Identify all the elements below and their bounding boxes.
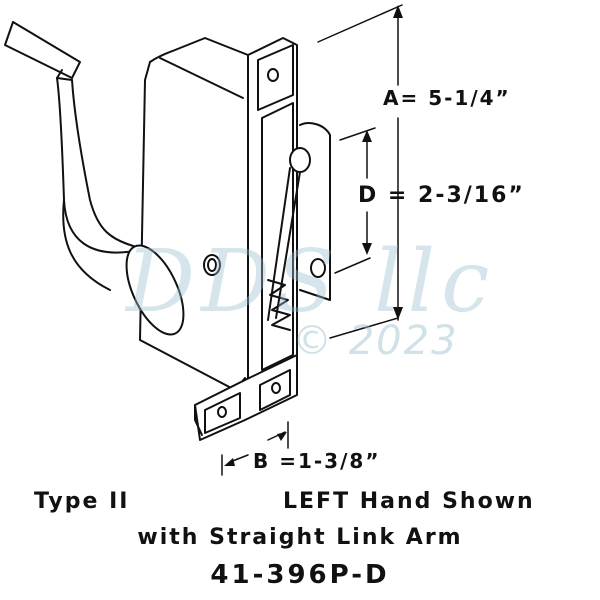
dimension-b-label: B =1-3/8”: [253, 449, 381, 473]
gear-housing-icon: [125, 37, 249, 391]
part-number: 41-396P-D: [210, 560, 390, 590]
dimension-a-label: A= 5-1/4”: [383, 86, 511, 110]
dimension-d-label: D = 2-3/16”: [358, 183, 525, 208]
watermark-brand: DDS llc: [126, 232, 496, 332]
dimension-a-lines: [317, 4, 403, 339]
link-arm-icon: [267, 122, 331, 331]
watermark-copyright: © 2023: [292, 318, 459, 364]
link-arm-caption: with Straight Link Arm: [137, 525, 463, 550]
hand-caption: LEFT Hand Shown: [283, 489, 535, 514]
mounting-plate-icon: [194, 37, 298, 441]
type-caption: Type II: [34, 489, 130, 514]
crank-handle-icon: [4, 21, 141, 291]
